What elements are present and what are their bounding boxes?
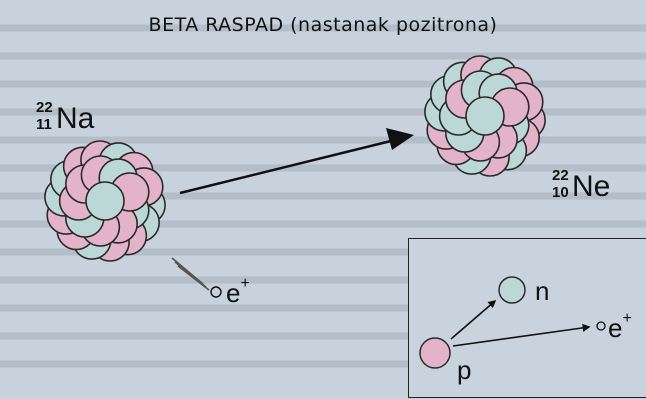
- parent-mass-number: 22: [36, 99, 53, 116]
- emitted-particle-symbol: e: [226, 278, 241, 308]
- proton-to-neutron-arrow: [450, 299, 497, 340]
- neutron-label: n: [535, 276, 550, 306]
- neutron-ball: [465, 96, 505, 136]
- positron-symbol: e: [608, 313, 623, 343]
- diagram-canvas: [44, 55, 546, 298]
- positron-charge: +: [622, 310, 632, 327]
- positron-particle: [210, 286, 222, 298]
- positron-label: e+: [608, 311, 632, 343]
- parent-symbol: Na: [56, 102, 95, 135]
- inset-box: n p e+: [408, 238, 646, 398]
- daughter-mass-number: 22: [552, 167, 569, 184]
- emitted-particle-label: e+: [226, 276, 250, 308]
- parent-atomic-number: 11: [36, 116, 52, 133]
- inset-positron-particle: [596, 321, 606, 331]
- positron-motion-lines: [171, 257, 210, 291]
- emitted-particle-charge: +: [240, 275, 250, 292]
- proton-particle: [419, 337, 451, 369]
- neutron-particle: [498, 276, 526, 304]
- decay-arrow: [179, 128, 414, 195]
- daughter-nucleus: [424, 55, 546, 177]
- daughter-atomic-number: 10: [552, 184, 569, 201]
- neutron-ball: [85, 181, 125, 221]
- proton-to-positron-arrow: [452, 323, 591, 347]
- parent-nuclide-label: 22 11 Na: [36, 100, 126, 140]
- daughter-symbol: Ne: [572, 170, 611, 203]
- daughter-nuclide-label: 22 10 Ne: [552, 168, 642, 208]
- parent-nucleus: [44, 140, 166, 262]
- inset-diagram: [419, 276, 606, 369]
- diagram-title: BETA RASPAD (nastanak pozitrona): [148, 14, 498, 36]
- proton-label: p: [457, 355, 472, 385]
